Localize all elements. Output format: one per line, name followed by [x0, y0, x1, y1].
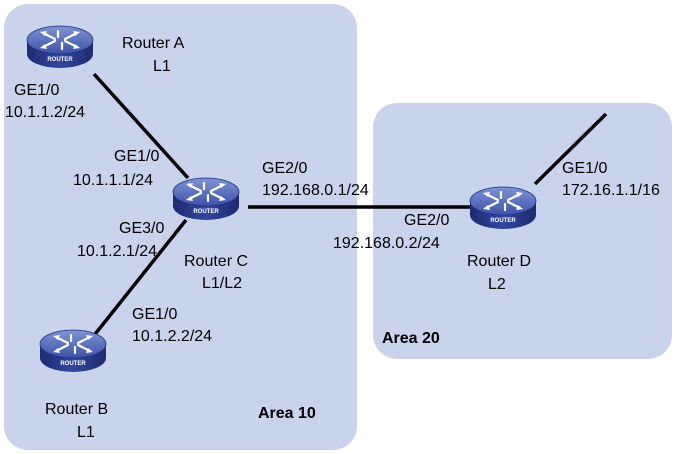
router-a-level: L1 — [153, 58, 171, 75]
link-c-b — [90, 218, 188, 340]
router-c-ge10-ip: 10.1.1.1/24 — [73, 172, 154, 189]
router-c-ge30-port: GE3/0 — [119, 220, 165, 237]
router-d-level: L2 — [488, 276, 506, 293]
router-c-icon[interactable]: ROUTER — [171, 176, 241, 222]
svg-text:ROUTER: ROUTER — [193, 209, 219, 215]
svg-text:ROUTER: ROUTER — [47, 57, 73, 63]
router-b-icon[interactable]: ROUTER — [38, 328, 108, 374]
router-c-ge10-port: GE1/0 — [114, 148, 160, 165]
router-d-icon[interactable]: ROUTER — [468, 185, 538, 231]
router-a-ge10-ip: 10.1.1.2/24 — [5, 104, 86, 121]
router-b-name: Router B — [45, 401, 109, 418]
router-c-ge20-port: GE2/0 — [262, 160, 308, 177]
link-d-uplink — [533, 112, 608, 186]
router-b-level: L1 — [77, 424, 95, 441]
router-c-level: L1/L2 — [202, 275, 243, 292]
router-d-ge20-ip: 192.168.0.2/24 — [333, 235, 440, 252]
router-a-icon[interactable]: ROUTER — [25, 24, 95, 70]
svg-text:ROUTER: ROUTER — [490, 218, 516, 224]
router-a-name: Router A — [122, 35, 185, 52]
router-b-ge10-port: GE1/0 — [132, 306, 178, 323]
router-b-ge10-ip: 10.1.2.2/24 — [132, 328, 213, 345]
svg-text:ROUTER: ROUTER — [60, 361, 86, 367]
router-d-ge10-ip: 172.16.1.1/16 — [562, 182, 660, 199]
router-c-name: Router C — [184, 253, 249, 270]
router-d-name: Router D — [467, 253, 532, 270]
router-a-ge10-port: GE1/0 — [14, 82, 60, 99]
area-20-region — [373, 103, 672, 359]
router-d-ge10-port: GE1/0 — [562, 160, 608, 177]
link-a-c — [92, 72, 190, 180]
area-10-label: Area 10 — [258, 405, 316, 422]
router-c-ge30-ip: 10.1.2.1/24 — [77, 243, 158, 260]
router-c-ge20-ip: 192.168.0.1/24 — [262, 182, 369, 199]
router-d-ge20-port: GE2/0 — [404, 212, 450, 229]
area-20-label: Area 20 — [382, 330, 440, 347]
